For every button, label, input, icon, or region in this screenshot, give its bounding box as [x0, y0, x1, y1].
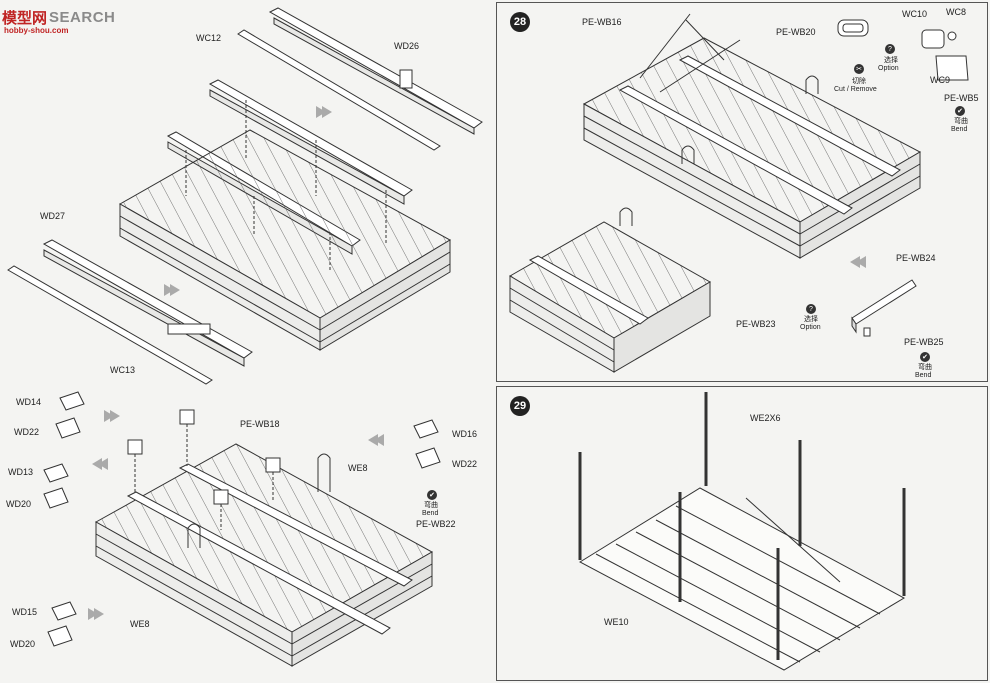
bend-icon-28b: ✔ [920, 352, 930, 362]
assembly-guides-27b [134, 424, 274, 530]
label-wd14: WD14 [16, 397, 42, 407]
bend-icon-27: ✔ [427, 490, 437, 500]
label-wc12: WC12 [196, 33, 222, 43]
label-wc10: WC10 [902, 9, 928, 19]
label-option-cn-28: 选择 [884, 57, 898, 64]
pe-wb20-part [837, 19, 969, 81]
cargo-bed-28a [582, 13, 922, 259]
label-bend-en-27: Bend [422, 510, 439, 517]
cargo-bed-28b [509, 207, 712, 373]
label-we8-b: WE8 [130, 619, 150, 629]
wc12-rail [237, 29, 441, 151]
label-wd22-a: WD22 [14, 427, 40, 437]
label-bend-en-28: Bend [951, 126, 968, 133]
watermark-brand: 模型网 [2, 9, 48, 27]
cargo-bed-27b [94, 409, 434, 667]
watermark-site: hobby-shou.com [4, 26, 69, 35]
label-option-en-28: Option [878, 65, 899, 72]
label-wd16: WD16 [452, 429, 478, 439]
cut-icon: ✂ [854, 64, 864, 74]
label-wc9: WC9 [930, 75, 950, 85]
label-we2x6: WE2X6 [750, 413, 781, 423]
label-pe-wb16: PE-WB16 [582, 17, 622, 27]
pe-wb24-plate [851, 279, 917, 337]
label-cut-en: Cut / Remove [834, 86, 877, 93]
triple-chevron-arrow-icons [88, 106, 866, 620]
label-pe-wb20: PE-WB20 [776, 27, 816, 37]
small-brackets-left [43, 391, 441, 647]
label-we10: WE10 [604, 617, 629, 627]
label-wc8: WC8 [946, 7, 966, 17]
watermark: 模型网 SEARCH [2, 2, 115, 32]
label-wd15: WD15 [12, 607, 38, 617]
label-we8-a: WE8 [348, 463, 368, 473]
step-29-number: 29 [510, 396, 530, 416]
label-bend-cn-28: 弯曲 [954, 118, 968, 125]
tarp-frame-29 [578, 392, 906, 671]
wd26-rail [268, 7, 483, 135]
label-pe-wb22: PE-WB22 [416, 519, 456, 529]
step-28-number: 28 [510, 12, 530, 32]
label-option-en-28b: Option [800, 324, 821, 331]
label-wc13: WC13 [110, 365, 136, 375]
label-wd22-b: WD22 [452, 459, 478, 469]
label-bend-en-28b: Bend [915, 372, 932, 379]
label-wd27: WD27 [40, 211, 66, 221]
step-29-panel [496, 386, 988, 681]
option-icon-28b: ? [806, 304, 816, 314]
step-28-panel [496, 2, 988, 382]
label-wd26: WD26 [394, 41, 420, 51]
label-pe-wb25: PE-WB25 [904, 337, 944, 347]
label-bend-cn-28b: 弯曲 [918, 364, 932, 371]
watermark-text: SEARCH [49, 8, 116, 26]
bend-icon-28a: ✔ [955, 106, 965, 116]
label-pe-wb24: PE-WB24 [896, 253, 936, 263]
cargo-bed-27a [118, 129, 452, 351]
label-cut-cn: 切除 [852, 78, 866, 85]
label-pe-wb23: PE-WB23 [736, 319, 776, 329]
label-wd20-b: WD20 [10, 639, 36, 649]
label-wd13: WD13 [8, 467, 34, 477]
wd27-wc13-rails [7, 239, 253, 385]
label-pe-wb5: PE-WB5 [944, 93, 979, 103]
option-icon-28a: ? [885, 44, 895, 54]
label-bend-cn-27: 弯曲 [424, 502, 438, 509]
label-wd20-a: WD20 [6, 499, 32, 509]
label-option-cn-28b: 选择 [804, 316, 818, 323]
label-pe-wb18: PE-WB18 [240, 419, 280, 429]
